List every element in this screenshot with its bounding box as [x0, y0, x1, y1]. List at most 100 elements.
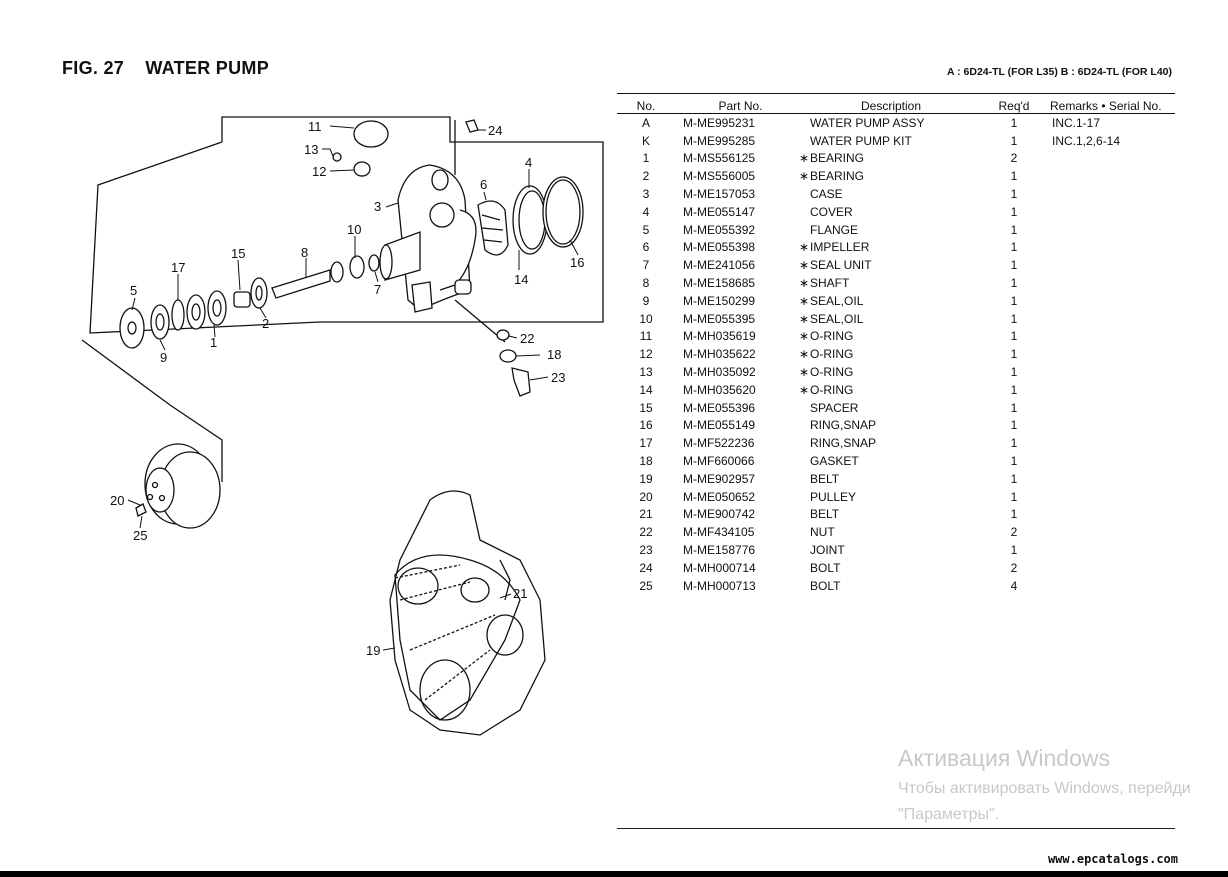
callout-9: 9: [160, 350, 167, 365]
parts-table: No. Part No. Description Req'd Remarks •…: [617, 93, 1175, 595]
replacement-mark: ∗: [798, 329, 810, 344]
description-text: BELT: [810, 507, 840, 522]
cell-part-no: M-MH035622: [683, 347, 756, 362]
callout-6: 6: [480, 177, 487, 192]
cell-reqd: 1: [1010, 169, 1018, 184]
cell-description: ∗SEAL UNIT: [798, 256, 984, 274]
cell-remarks: INC.1-17: [1052, 115, 1101, 130]
cell-part-no: M-ME050652: [683, 489, 756, 504]
cell-reqd: 1: [1010, 400, 1018, 415]
cell-remarks: [1044, 399, 1175, 417]
cell-part-no: M-MF522236: [683, 436, 755, 451]
cell-reqd: 1: [1010, 382, 1018, 397]
description-text: BEARING: [810, 169, 865, 184]
callout-23: 23: [551, 370, 565, 385]
callout-20: 20: [110, 493, 124, 508]
replacement-mark: ∗: [798, 365, 810, 380]
cell-reqd: 1: [1010, 418, 1018, 433]
description-text: JOINT: [810, 543, 845, 558]
cell-part-no: M-ME241056: [683, 258, 756, 273]
col-header-remarks: Remarks • Serial No.: [1044, 93, 1175, 114]
cell-remarks: [1044, 345, 1175, 363]
replacement-mark: ∗: [798, 240, 810, 255]
cell-remarks: [1044, 541, 1175, 559]
cell-reqd: 2: [1010, 151, 1018, 166]
callout-22: 22: [520, 331, 534, 346]
callout-7: 7: [374, 282, 381, 297]
cell-part-no: M-ME055395: [683, 311, 756, 326]
cell-reqd: 1: [1010, 204, 1018, 219]
cell-description: ∗O-RING: [798, 328, 984, 346]
cell-remarks: [1044, 488, 1175, 506]
cell-description: COVER: [798, 203, 984, 221]
cell-part-no: M-MF660066: [683, 454, 755, 469]
description-text: BOLT: [810, 560, 841, 575]
cell-description: ∗SEAL,OIL: [798, 292, 984, 310]
description-text: BEARING: [810, 151, 865, 166]
callout-17: 17: [171, 260, 185, 275]
cell-remarks: [1044, 434, 1175, 452]
cell-description: ∗O-RING: [798, 345, 984, 363]
description-text: GASKET: [810, 454, 859, 469]
cell-part-no: M-MS556125: [683, 151, 756, 166]
replacement-mark: ∗: [798, 347, 810, 362]
cell-part-no: M-ME055392: [683, 222, 756, 237]
cell-description: WATER PUMP ASSY: [798, 114, 984, 132]
description-text: CASE: [810, 187, 843, 202]
cell-description: ∗BEARING: [798, 150, 984, 168]
cell-no: 5: [642, 222, 650, 237]
description-text: BELT: [810, 471, 840, 486]
cell-part-no: M-ME055149: [683, 418, 756, 433]
description-text: RING,SNAP: [810, 418, 877, 433]
cell-no: 4: [642, 204, 650, 219]
callout-4: 4: [525, 155, 532, 170]
description-text: O-RING: [810, 347, 854, 362]
cell-remarks: [1044, 506, 1175, 524]
cell-remarks: [1044, 203, 1175, 221]
cell-description: CASE: [798, 185, 984, 203]
description-text: O-RING: [810, 329, 854, 344]
cell-remarks: [1044, 523, 1175, 541]
bearing-assembly: [119, 254, 380, 349]
cell-remarks: [1044, 328, 1175, 346]
cell-no: 18: [639, 454, 653, 469]
cell-description: SPACER: [798, 399, 984, 417]
cell-reqd: 1: [1010, 471, 1018, 486]
description-text: RING,SNAP: [810, 436, 877, 451]
cell-part-no: M-ME900742: [683, 507, 756, 522]
cell-remarks: [1044, 292, 1175, 310]
cell-no: 10: [639, 311, 653, 326]
cell-remarks: [1044, 452, 1175, 470]
cell-no: 23: [639, 543, 653, 558]
table-header-row: No. Part No. Description Req'd Remarks •…: [617, 93, 1175, 114]
description-text: SEAL,OIL: [810, 293, 864, 308]
cell-no: 12: [639, 347, 653, 362]
pump-case: [379, 164, 477, 313]
cell-remarks: [1044, 577, 1175, 595]
model-legend: A : 6D24-TL (FOR L35) B : 6D24-TL (FOR L…: [947, 66, 1172, 78]
col-header-no: No.: [617, 93, 675, 114]
cell-remarks: [1044, 167, 1175, 185]
description-text: O-RING: [810, 382, 854, 397]
cell-no: 11: [639, 329, 653, 344]
col-header-part-no: Part No.: [675, 93, 798, 114]
description-text: PULLEY: [810, 489, 857, 504]
replacement-mark: ∗: [798, 382, 810, 397]
figure-title: FIG. 27 WATER PUMP: [62, 58, 269, 79]
cell-description: FLANGE: [798, 221, 984, 239]
cell-description: BELT: [798, 506, 984, 524]
cell-part-no: M-ME158685: [683, 276, 756, 291]
description-text: NUT: [810, 525, 835, 540]
callout-1: 1: [210, 335, 217, 350]
